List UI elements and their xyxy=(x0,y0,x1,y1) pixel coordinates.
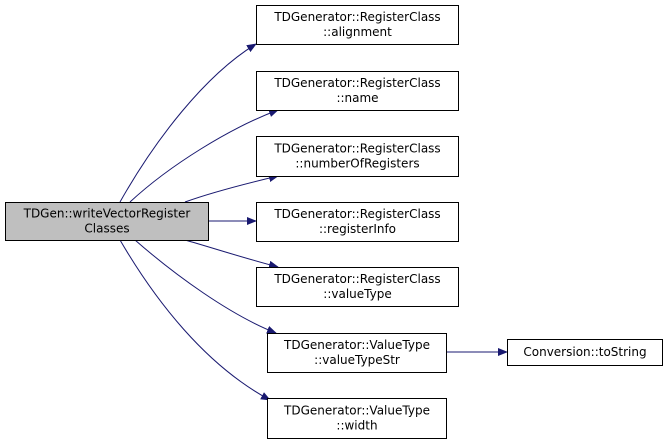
nodes: TDGen::writeVectorRegisterClassesTDGener… xyxy=(5,5,663,439)
node-box xyxy=(256,136,459,177)
node-label-line: ::width xyxy=(336,419,377,433)
node-box xyxy=(5,202,209,241)
edge-root-to-valueType xyxy=(184,239,279,269)
node-label-line: TDGenerator::RegisterClass xyxy=(273,272,440,286)
node-label-line: ::registerInfo xyxy=(319,222,396,236)
node-name[interactable]: TDGenerator::RegisterClass::name xyxy=(256,71,459,111)
node-label-line: Conversion::toString xyxy=(523,345,646,359)
edge-root-to-valueTypeStr xyxy=(134,239,277,334)
node-box xyxy=(256,202,459,242)
node-registerInfo[interactable]: TDGenerator::RegisterClass::registerInfo xyxy=(256,202,459,242)
node-box xyxy=(267,333,447,373)
node-width[interactable]: TDGenerator::ValueType::width xyxy=(267,398,447,439)
node-box xyxy=(256,267,459,307)
node-label-line: TDGenerator::RegisterClass xyxy=(273,76,440,90)
node-valueTypeStr[interactable]: TDGenerator::ValueType::valueTypeStr xyxy=(267,333,447,373)
node-label-line: TDGenerator::RegisterClass xyxy=(273,142,440,156)
node-label-line: ::name xyxy=(336,91,378,105)
node-label-line: ::alignment xyxy=(323,25,392,39)
edge-root-to-numberOfRegisters xyxy=(184,174,279,203)
edge-root-to-name xyxy=(129,109,279,203)
edge-root-to-width xyxy=(119,239,271,401)
node-toString[interactable]: Conversion::toString xyxy=(507,339,663,366)
edges xyxy=(119,43,508,401)
node-label-line: ::numberOfRegisters xyxy=(295,157,419,171)
node-numberOfRegisters[interactable]: TDGenerator::RegisterClass::numberOfRegi… xyxy=(256,136,459,177)
node-label-line: TDGenerator::RegisterClass xyxy=(273,10,440,24)
node-valueType[interactable]: TDGenerator::RegisterClass::valueType xyxy=(256,267,459,307)
node-label-line: TDGen::writeVectorRegister xyxy=(23,207,191,221)
node-label-line: TDGenerator::ValueType xyxy=(283,404,430,418)
node-label-line: TDGenerator::ValueType xyxy=(283,338,430,352)
node-box xyxy=(267,398,447,439)
node-box xyxy=(256,5,459,45)
node-label-line: Classes xyxy=(84,222,129,236)
node-alignment[interactable]: TDGenerator::RegisterClass::alignment xyxy=(256,5,459,45)
node-label-line: ::valueTypeStr xyxy=(314,353,400,367)
node-box xyxy=(507,339,663,366)
node-label-line: TDGenerator::RegisterClass xyxy=(273,207,440,221)
node-box xyxy=(256,71,459,111)
edge-root-to-alignment xyxy=(119,43,257,203)
node-label-line: ::valueType xyxy=(323,287,391,301)
